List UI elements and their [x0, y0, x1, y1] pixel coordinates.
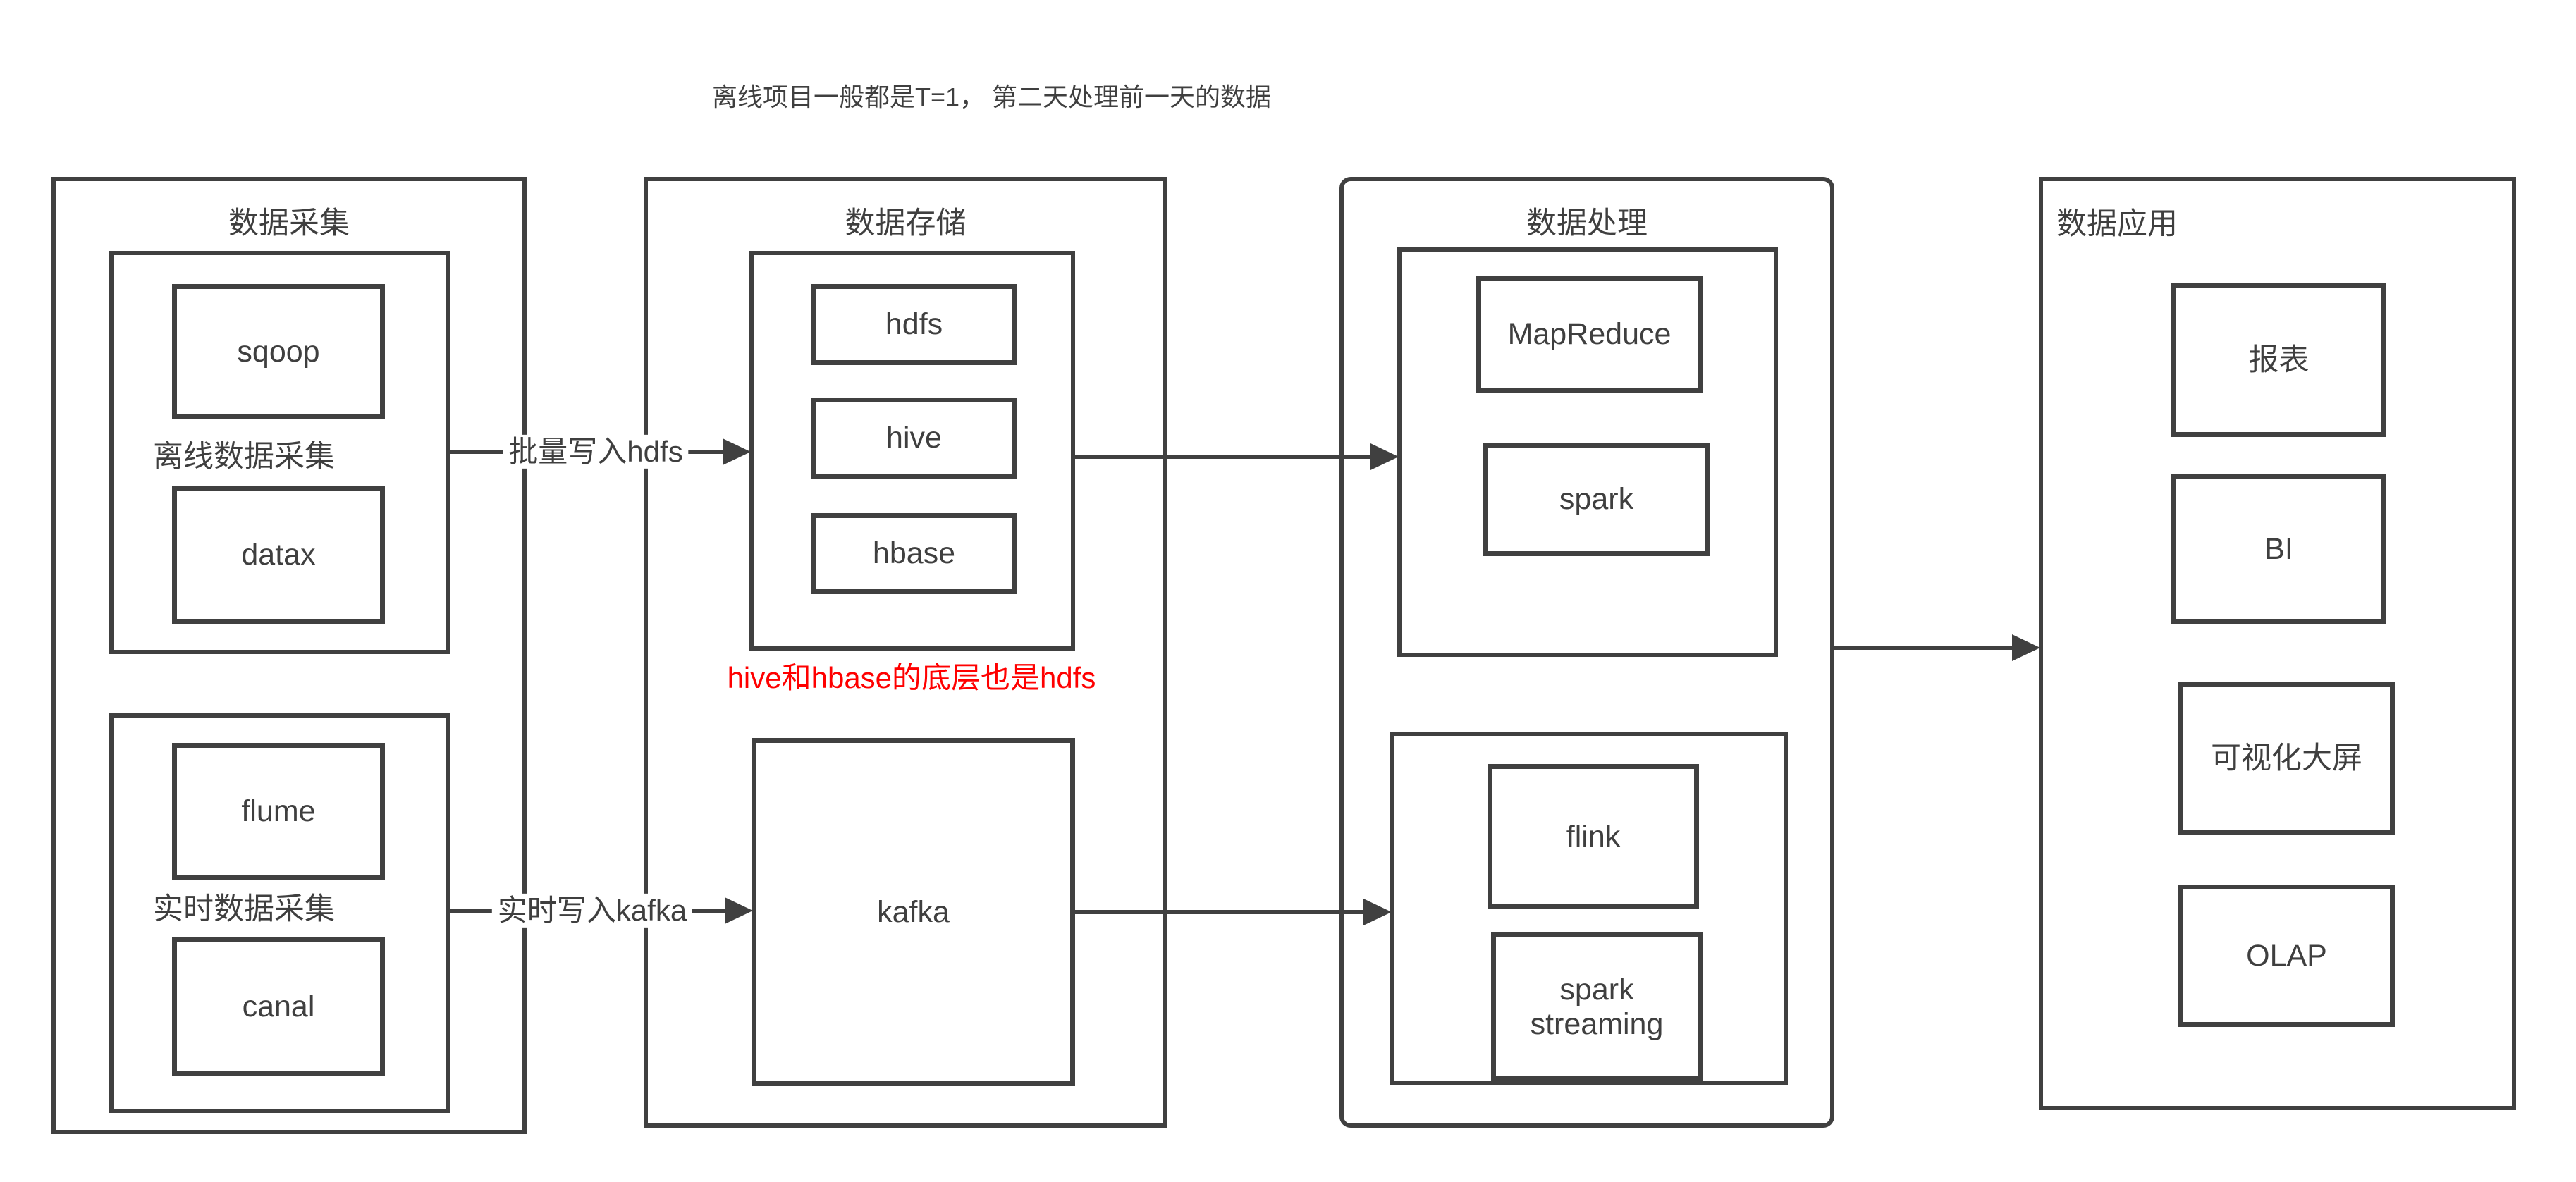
- box-canal-label: canal: [242, 990, 315, 1024]
- arrow-processing-to-application-head: [2012, 634, 2040, 661]
- box-olap: OLAP: [2178, 885, 2395, 1027]
- box-bi: BI: [2171, 474, 2386, 624]
- section-title-data-collection: 数据采集: [228, 207, 350, 240]
- arrow-kafka-to-stream-line: [1071, 910, 1366, 914]
- box-flume-label: flume: [241, 794, 316, 828]
- box-bigscreen-label: 可视化大屏: [2211, 741, 2362, 776]
- box-mapreduce-label: MapReduce: [1507, 316, 1672, 351]
- box-kafka-label: kafka: [877, 894, 950, 929]
- section-title-data-storage: 数据存储: [845, 207, 967, 240]
- box-report-label: 报表: [2248, 343, 2310, 377]
- box-kafka: kafka: [752, 738, 1075, 1086]
- box-hdfs-label: hdfs: [885, 307, 943, 342]
- arrow-realtime-write-kafka-label: 实时写入kafka: [491, 893, 693, 928]
- label-offline-collection: 离线数据采集: [153, 440, 335, 474]
- box-olap-label: OLAP: [2246, 938, 2327, 973]
- box-spark: spark: [1483, 443, 1710, 556]
- section-title-data-application: 数据应用: [2056, 207, 2178, 241]
- box-spark-label: spark: [1559, 482, 1634, 517]
- arrow-processing-to-application-line: [1830, 646, 2015, 650]
- box-bigscreen: 可视化大屏: [2178, 682, 2395, 835]
- arrow-storage-to-processing-top-line: [1071, 455, 1373, 459]
- box-flume: flume: [172, 743, 385, 880]
- arrow-kafka-to-stream-head: [1363, 899, 1392, 925]
- box-bi-label: BI: [2264, 531, 2293, 566]
- box-spark-streaming-label: spark streaming: [1530, 973, 1664, 1041]
- box-flink: flink: [1488, 764, 1699, 909]
- box-canal: canal: [172, 937, 385, 1076]
- box-sqoop-label: sqoop: [237, 334, 320, 369]
- box-sqoop: sqoop: [172, 284, 385, 419]
- box-hbase: hbase: [811, 513, 1017, 594]
- arrow-realtime-write-kafka-head: [725, 897, 753, 924]
- arrow-storage-to-processing-top-head: [1370, 443, 1399, 470]
- box-flink-label: flink: [1566, 819, 1621, 854]
- box-hbase-label: hbase: [872, 536, 956, 571]
- arrow-batch-write-hdfs-head: [723, 438, 751, 465]
- arrow-batch-write-hdfs-label: 批量写入hdfs: [503, 434, 689, 469]
- page-title: 离线项目一般都是T=1， 第二天处理前一天的数据: [712, 82, 1272, 111]
- note-hive-hbase-hdfs: hive和hbase的底层也是hdfs: [727, 661, 1096, 694]
- box-datax: datax: [172, 486, 385, 624]
- box-spark-streaming: spark streaming: [1491, 932, 1703, 1081]
- section-title-data-processing: 数据处理: [1526, 207, 1648, 240]
- label-realtime-collection: 实时数据采集: [153, 892, 335, 926]
- box-hdfs: hdfs: [811, 284, 1017, 365]
- box-hive-label: hive: [886, 421, 942, 455]
- box-mapreduce: MapReduce: [1476, 276, 1703, 393]
- box-hive: hive: [811, 398, 1017, 479]
- box-report: 报表: [2171, 283, 2386, 437]
- box-datax-label: datax: [241, 537, 316, 572]
